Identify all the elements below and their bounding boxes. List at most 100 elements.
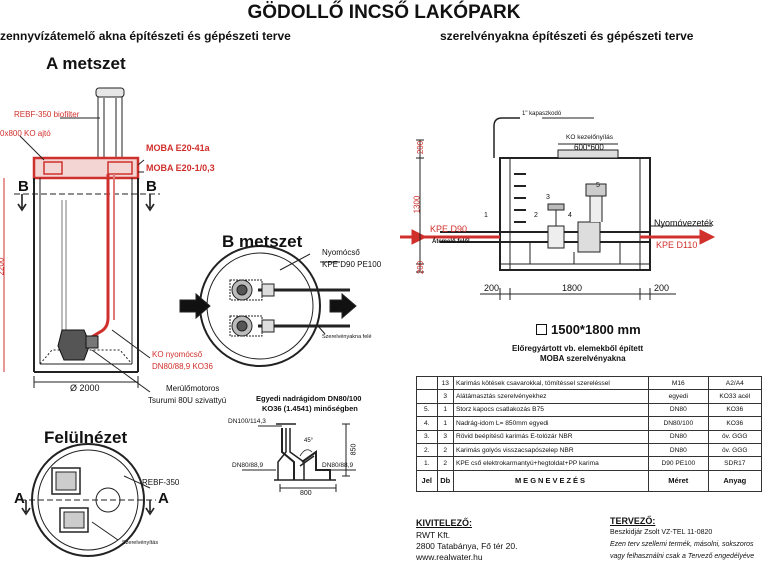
cell-db: 2 <box>436 442 454 458</box>
door-label: 0x800 KO ajtó <box>0 129 51 138</box>
item-number-5: 5 <box>596 182 600 189</box>
cell-material: SDR17 <box>707 456 763 471</box>
cell-jel: 3. <box>416 429 438 444</box>
contractor-address: 2800 Tatabánya, Fő tér 20. <box>416 541 518 551</box>
pit-description-1: Előregyártott vb. elemekből épített <box>512 344 644 353</box>
item-number-1: 1 <box>484 212 488 219</box>
cell-name: Karimás kötések csavarokkal, tömítéssel … <box>452 375 650 391</box>
angle-label: 45° <box>304 438 314 444</box>
pipe-label: Nyomócső <box>322 248 360 257</box>
designer-note-2: vagy felhasználni csak a Tervező engedél… <box>610 553 755 560</box>
cell-db: 1 <box>436 402 454 418</box>
cell-material: öv. GGG <box>707 442 763 458</box>
left-subtitle: zennyvízátemelő akna építészeti és gépés… <box>0 29 291 43</box>
cell-name: Nadrág-idom L= 850mm egyedi <box>452 416 650 431</box>
cell-material: öv. GGG <box>707 429 763 444</box>
designer-label: TERVEZŐ: <box>610 516 656 526</box>
cell-db: 1 <box>436 416 454 431</box>
kpe-inlet-label: KPE D90 <box>430 224 468 234</box>
header-jel: Jel <box>416 469 438 492</box>
plan-view-heading: Felülnézet <box>44 428 128 447</box>
fitting-note: Szerelvényakna felé <box>322 334 372 340</box>
section-b-heading: B metszet <box>222 232 303 251</box>
outlet-label: Nyomóvezeték <box>654 218 714 228</box>
cell-size: D90 PE100 <box>648 456 709 471</box>
item-number-4: 4 <box>568 212 572 219</box>
cell-size: egyedi <box>648 389 709 404</box>
cell-material: A2/A4 <box>707 375 763 391</box>
pressure-pipe-label: KO nyomócső <box>152 350 203 359</box>
pit-size: 1500*1800 mm <box>536 322 641 337</box>
rebf-label: REBF-350 <box>142 478 180 487</box>
fitting-label: Szerelvényítás <box>122 540 159 546</box>
step-iron-label: 1" kapaszkodó <box>522 111 562 117</box>
width-200-left: 200 <box>484 283 500 293</box>
cell-name: Rövid beépítésű karimás E-tolózár NBR <box>452 429 650 444</box>
cell-db: 13 <box>436 375 454 391</box>
trouser-heading-1: Egyedi nadrágidom DN80/100 <box>256 394 362 403</box>
kpe-outlet-label: KPE D110 <box>656 240 698 250</box>
pressure-pipe-spec: DN80/88,9 KO36 <box>152 362 213 371</box>
right-subtitle: szerelvényakna építészeti és gépészeti t… <box>440 29 694 43</box>
designer-note-1: Ezen terv szellemi termék, másolni, soks… <box>610 541 754 548</box>
height-dimension: 850 <box>350 443 358 456</box>
header-name: MEGNEVEZÉS <box>452 469 650 492</box>
contractor-name: RWT Kft. <box>416 530 451 540</box>
section-a-heading: A metszet <box>46 54 126 73</box>
dn80-left-label: DN80/88,9 <box>232 462 264 469</box>
pipe-spec: KPE D90 PE100 <box>322 260 382 269</box>
header-db: Db <box>436 469 454 492</box>
section-b-mark-right: B <box>146 178 157 195</box>
pit-description-2: MOBA szerelvényakna <box>540 354 626 363</box>
item-number-3: 3 <box>546 194 550 201</box>
depth-dimension: 2200 <box>0 257 6 276</box>
cell-db: 3 <box>436 389 454 404</box>
cell-db: 2 <box>436 456 454 471</box>
pit-size-text: 1500*1800 mm <box>551 322 641 337</box>
plan-view-drawing <box>20 443 156 557</box>
cell-size: DN80/100 <box>648 416 709 431</box>
shaft-section-b <box>179 245 357 367</box>
hatch-size: 600*600 <box>574 143 604 152</box>
cell-material: KO36 <box>707 402 763 418</box>
cell-db: 3 <box>436 429 454 444</box>
header-material: Anyag <box>707 469 763 492</box>
cell-jel: 2. <box>416 442 438 458</box>
item-number-2: 2 <box>534 212 538 219</box>
cell-size: DN80 <box>648 429 709 444</box>
hatch-label: KO kezelőnyílás <box>566 134 613 141</box>
cell-size: DN80 <box>648 442 709 458</box>
dim-1300: 1300 <box>412 195 422 214</box>
shaft-section-a <box>3 87 160 393</box>
moba-label-2: MOBA E20-1/0,3 <box>146 163 215 173</box>
width-200-right: 200 <box>654 283 670 293</box>
cell-jel <box>416 389 438 404</box>
biofilter-label: REBF-350 biofilter <box>14 110 80 119</box>
diameter-dimension: Ø 2000 <box>70 383 100 393</box>
cell-size: DN80 <box>648 402 709 418</box>
dim-200-top: 200 <box>416 140 426 155</box>
cell-name: Alátámasztás szerelvényekhez <box>452 389 650 404</box>
cell-name: KPE cső elektrokarmantyú+hegtoldat+PP ka… <box>452 456 650 471</box>
trouser-fitting-drawing <box>242 423 356 492</box>
width-1800: 1800 <box>562 283 583 293</box>
lifter-side-label: Átemelő felől <box>432 239 470 245</box>
cell-name: Storz kapocs csatlakozás B75 <box>452 402 650 418</box>
section-a-mark-right: A <box>158 490 169 507</box>
square-icon <box>536 324 547 335</box>
cell-name: Karimás golyós visszacsapószelep NBR <box>452 442 650 458</box>
moba-label-1: MOBA E20-41a <box>146 143 210 153</box>
pump-label-2: Tsurumi 80U szivattyú <box>148 396 227 405</box>
valve-pit-drawing <box>400 117 716 300</box>
pump-label-1: Merülőmotoros <box>166 384 220 393</box>
contractor-website: www.realwater.hu <box>416 552 483 562</box>
